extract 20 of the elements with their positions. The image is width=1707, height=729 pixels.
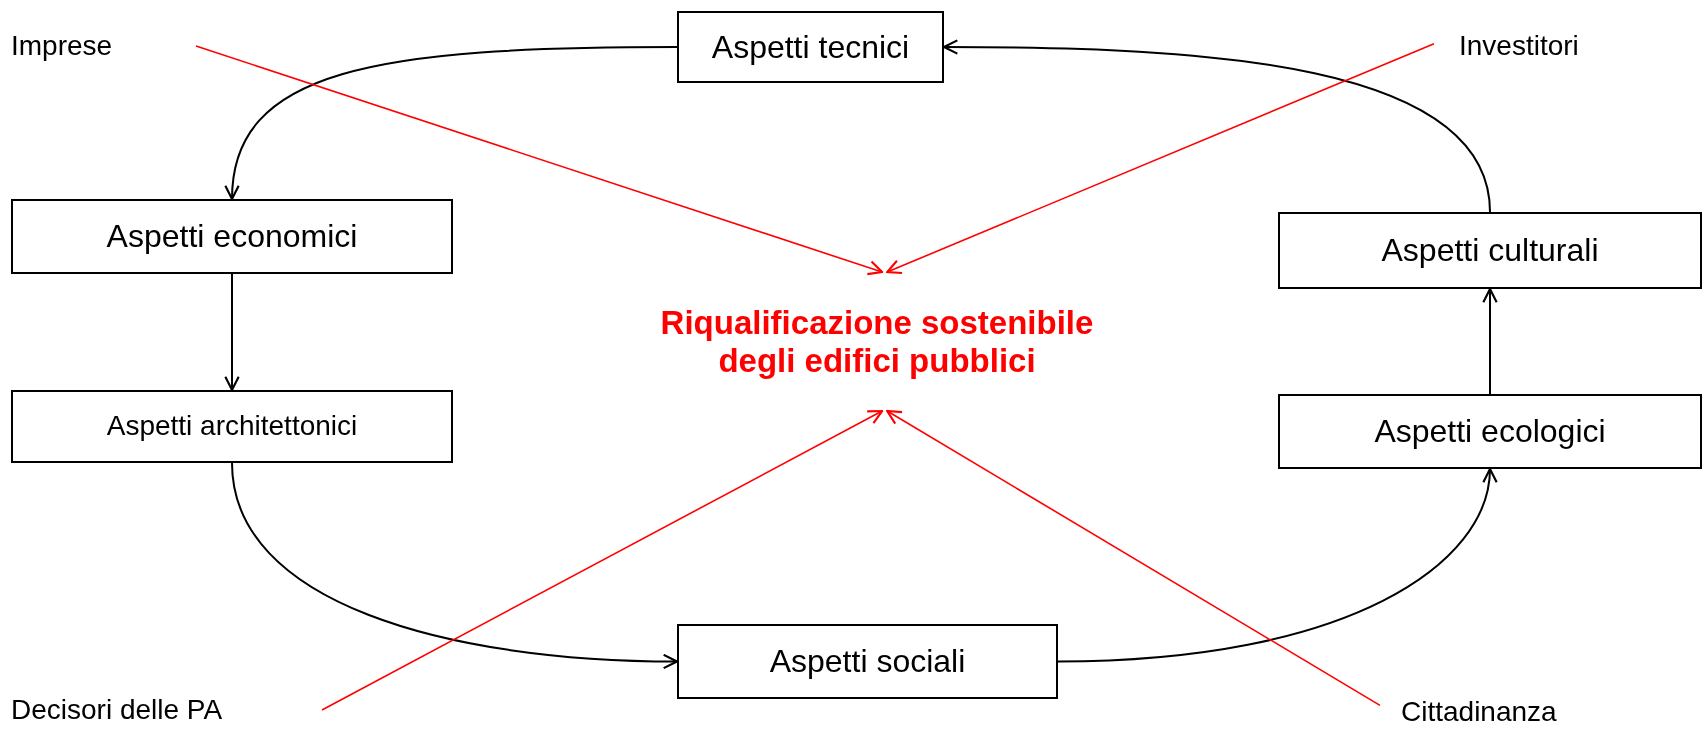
arrow	[225, 46, 678, 201]
aspect-box: Aspetti sociali	[677, 624, 1058, 699]
arrow	[195, 45, 884, 276]
stakeholder-label: Imprese	[0, 24, 196, 68]
stakeholder-label: Investitori	[1434, 24, 1660, 68]
arrow	[231, 462, 679, 669]
central-topic-text: Riqualificazione sostenibile degli edifici pubblici	[594, 272, 1160, 411]
aspect-box: Aspetti architettonici	[11, 390, 453, 463]
aspect-box: Aspetti tecnici	[677, 11, 944, 83]
arrow	[886, 409, 1381, 707]
stakeholder-label: Decisori delle PA	[0, 688, 322, 729]
arrow	[224, 273, 240, 392]
aspect-box: Aspetti culturali	[1278, 212, 1702, 289]
arrow	[1057, 467, 1497, 663]
arrow	[886, 43, 1435, 275]
arrow	[1482, 287, 1498, 395]
stakeholder-label: Cittadinanza	[1380, 690, 1590, 729]
arrow	[321, 409, 884, 711]
aspect-box: Aspetti ecologici	[1278, 394, 1702, 469]
aspect-box: Aspetti economici	[11, 199, 453, 274]
